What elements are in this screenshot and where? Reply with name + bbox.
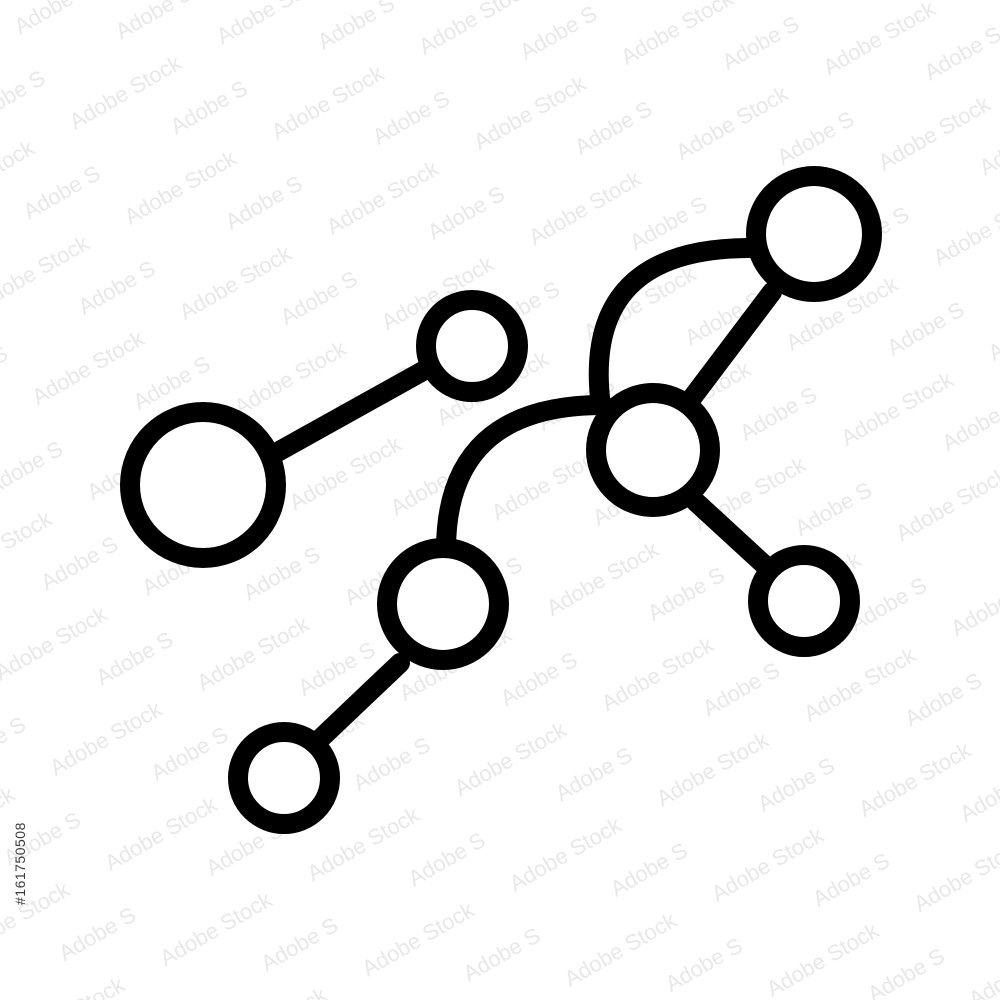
node-circle [748, 545, 860, 657]
stock-id-label: #161750508 [12, 822, 28, 905]
link-line [255, 361, 433, 469]
node-circle [586, 383, 720, 517]
node-circle [228, 722, 340, 834]
link-curve [588, 238, 758, 408]
link-line [310, 653, 410, 749]
node-circle [120, 402, 286, 568]
link-curve [436, 395, 613, 560]
node-circle [377, 538, 509, 670]
link-line [686, 492, 780, 580]
node-circle [416, 290, 528, 402]
node-circle [746, 166, 882, 302]
link-line [682, 282, 782, 408]
